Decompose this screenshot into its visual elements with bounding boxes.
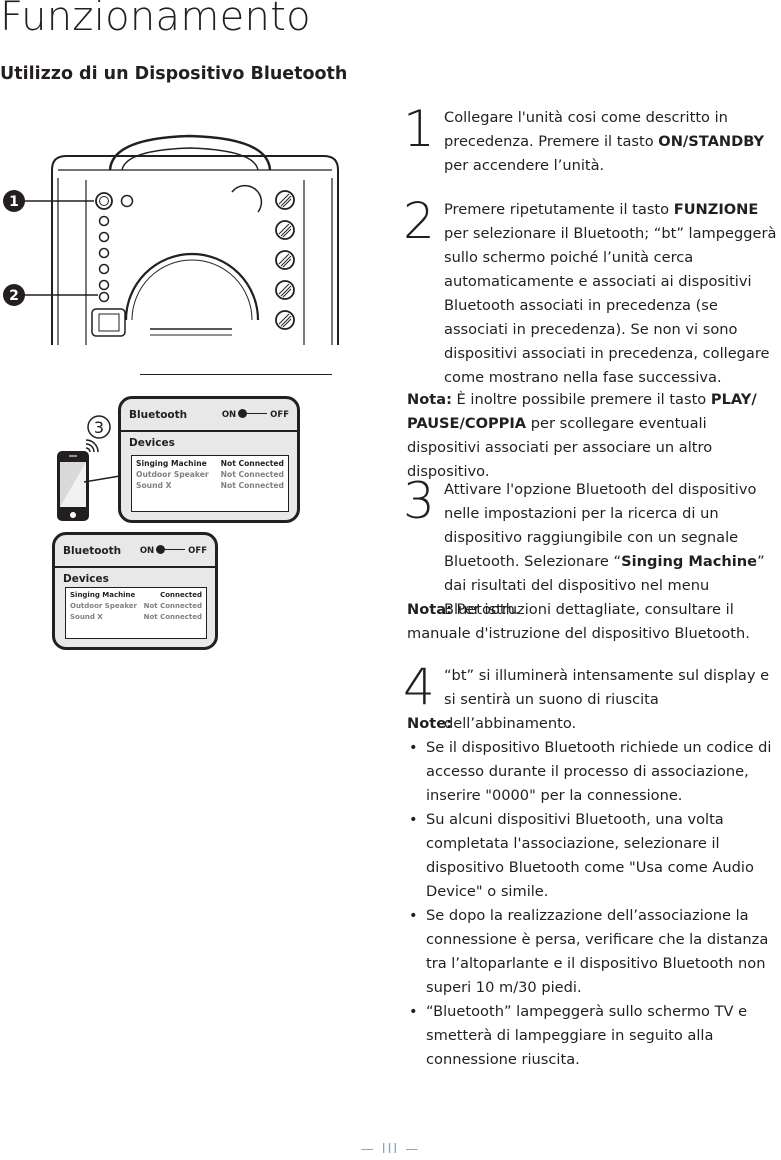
smartphone-illustration: 3	[57, 415, 121, 521]
step-text: Attivare l'opzione Bluetooth del disposi…	[444, 481, 765, 618]
list-item: •“Bluetooth” lampeggerà sullo schermo TV…	[409, 1003, 748, 1068]
callout-1: 1	[9, 194, 19, 210]
section-subtitle: Utilizzo di un Dispositivo Bluetooth	[0, 64, 348, 84]
step-text: “bt” si illuminerà intensamente sul disp…	[444, 667, 770, 732]
note: Nota: Per istruzioni dettagliate, consul…	[407, 601, 750, 642]
step-number: 4	[403, 658, 435, 716]
list-item: •Se il dispositivo Bluetooth richiede un…	[409, 739, 772, 804]
devices-title: Devices	[63, 573, 109, 585]
divider	[140, 374, 332, 375]
notes-label: Note:	[407, 715, 452, 732]
list-item: •Se dopo la realizzazione dell’associazi…	[409, 907, 769, 996]
callout-2: 2	[9, 288, 19, 304]
page-title: Funzionamento	[0, 0, 311, 40]
step-number: 2	[403, 192, 435, 250]
step-text: Premere ripetutamente il tasto FUNZIONE …	[444, 201, 777, 386]
step-3: 3 Attivare l'opzione Bluetooth del dispo…	[403, 476, 781, 622]
list-item: •Su alcuni dispositivi Bluetooth, una vo…	[409, 811, 754, 900]
callout-3: 3	[94, 418, 104, 437]
bluetooth-title: Bluetooth	[63, 545, 122, 557]
step-2: 2 Premere ripetutamente il tasto FUNZION…	[403, 196, 781, 390]
note: Nota: È inoltre possibile premere il tas…	[407, 391, 757, 480]
page-number: — III —	[360, 1142, 421, 1157]
notes-list: Note: •Se il dispositivo Bluetooth richi…	[407, 712, 781, 1072]
step-number: 1	[403, 100, 435, 158]
step-1: 1 Collegare l'unità cosi come descritto …	[403, 104, 781, 178]
bluetooth-title: Bluetooth	[129, 409, 188, 421]
devices-title: Devices	[129, 437, 175, 449]
step-4: 4 “bt” si illuminerà intensamente sul di…	[403, 662, 781, 736]
step-text: Collegare l'unità cosi come descritto in…	[444, 109, 765, 174]
karaoke-machine-illustration: 1 2	[3, 134, 339, 345]
step-number: 3	[403, 472, 435, 530]
